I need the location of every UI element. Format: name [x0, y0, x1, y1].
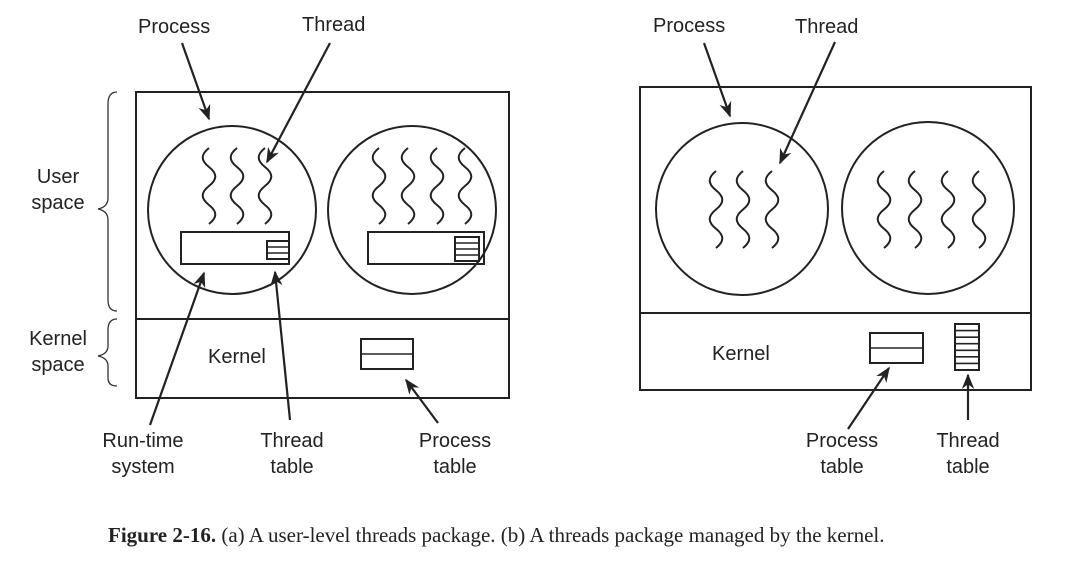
kernel-label: Kernel: [208, 346, 266, 368]
figure-number: Figure 2-16.: [108, 523, 217, 547]
process-arrow: [702, 42, 732, 118]
process-table-arrow: [847, 366, 890, 430]
thread-squiggle: [708, 170, 724, 249]
thread-tables-group: [266, 236, 480, 262]
thread-squiggle: [201, 147, 217, 225]
thread-table-frame: [266, 240, 290, 260]
process-circle: [327, 125, 497, 295]
thread-table: [454, 236, 480, 262]
system-box: [639, 86, 1032, 391]
thread-squiggle: [457, 147, 473, 225]
process-table-group: [360, 338, 414, 370]
thread-table-arrow: [270, 270, 292, 421]
kernel-tables-group: [869, 323, 980, 371]
thread-squiggle: [940, 170, 956, 249]
process-table-arrow: [405, 378, 439, 424]
user-space-brace: [97, 91, 118, 312]
thread-squiggle: [876, 170, 892, 249]
thread-table-frame: [954, 323, 980, 371]
thread-squiggle: [371, 147, 387, 225]
runtime-system-arrow: [148, 271, 206, 426]
thread-squiggle: [429, 147, 445, 225]
thread-label: Thread: [302, 14, 365, 36]
process-table: [360, 338, 414, 370]
thread-squiggle: [907, 170, 923, 249]
process-circle: [655, 122, 829, 296]
thread-table: [954, 323, 980, 371]
threads-group: [201, 147, 473, 225]
thread-squiggle: [229, 147, 245, 225]
thread-squiggle: [257, 147, 273, 225]
system-box: [135, 91, 510, 399]
thread-squiggle: [400, 147, 416, 225]
thread-table: [266, 240, 290, 260]
thread-squiggle: [971, 170, 987, 249]
process-label: Process: [138, 16, 210, 38]
caption-text: (a) A user-level threads package. (b) A …: [216, 523, 885, 547]
runtime-system-box: [367, 231, 485, 265]
kernel-space-brace: [97, 318, 118, 387]
thread-arrow: [778, 41, 837, 165]
thread-arrow: [266, 42, 331, 164]
thread-label: Thread: [795, 16, 858, 38]
process-arrow: [180, 42, 211, 121]
kernel-label: Kernel: [712, 343, 770, 365]
process-circle: [147, 125, 317, 295]
thread-squiggle: [764, 170, 780, 249]
process-circle: [841, 121, 1015, 295]
thread-squiggle: [735, 170, 751, 249]
figure-caption: Figure 2-16. (a) A user-level threads pa…: [108, 522, 968, 549]
threads-group: [708, 170, 987, 249]
process-label: Process: [653, 15, 725, 37]
process-table: [869, 332, 924, 364]
